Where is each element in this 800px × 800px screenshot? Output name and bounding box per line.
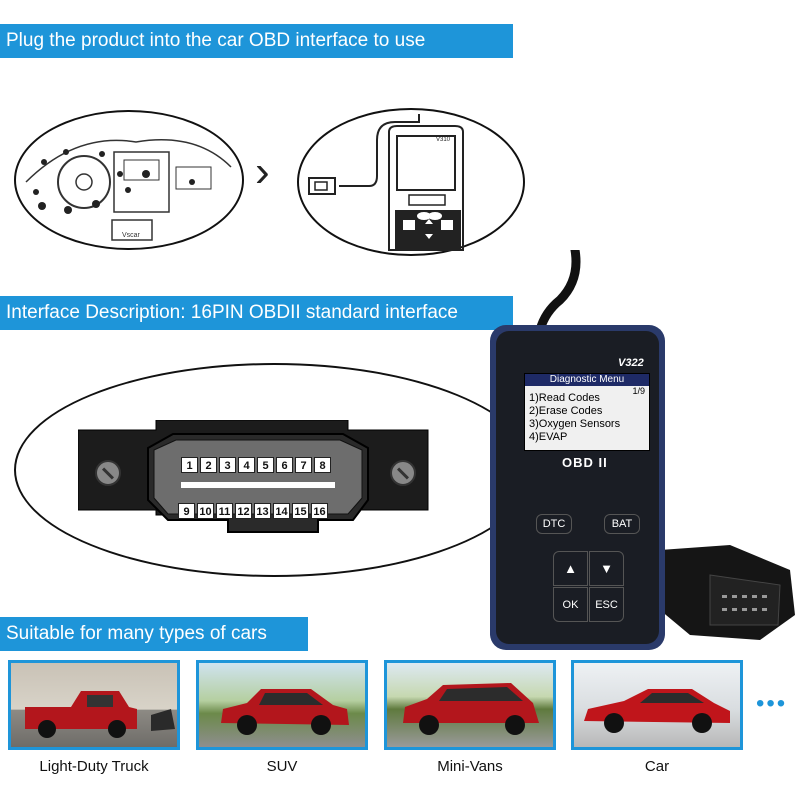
device-brand: OBD II xyxy=(562,455,608,470)
suv-image xyxy=(221,689,349,735)
up-button[interactable]: ▲ xyxy=(553,551,588,586)
pin-11: 11 xyxy=(216,503,233,519)
menu-item-erase-codes[interactable]: 2)Erase Codes xyxy=(529,405,603,417)
pin-6: 6 xyxy=(276,457,293,473)
plug-banner: Plug the product into the car OBD interf… xyxy=(0,24,513,58)
pin-2: 2 xyxy=(200,457,217,473)
ok-button[interactable]: OK xyxy=(553,587,588,622)
down-button[interactable]: ▼ xyxy=(589,551,624,586)
plugin-drawing xyxy=(308,114,464,251)
pin-12: 12 xyxy=(235,503,252,519)
truck-image xyxy=(25,691,175,738)
pin-3: 3 xyxy=(219,457,236,473)
menu-item-evap[interactable]: 4)EVAP xyxy=(529,431,568,443)
left-screw-icon xyxy=(95,460,121,486)
pin-15: 15 xyxy=(292,503,309,519)
bat-button[interactable]: BAT xyxy=(604,514,640,534)
device-cable xyxy=(535,250,581,330)
device-screen: Diagnostic Menu 1/9 1)Read Codes 2)Erase… xyxy=(524,373,650,451)
dashboard-label: Vscar xyxy=(122,232,140,239)
pin-7: 7 xyxy=(295,457,312,473)
esc-button[interactable]: ESC xyxy=(589,587,624,622)
dtc-button[interactable]: DTC xyxy=(536,514,572,534)
pin-10: 10 xyxy=(197,503,214,519)
car-label-truck: Light-Duty Truck xyxy=(39,758,149,775)
interface-banner: Interface Description: 16PIN OBDII stand… xyxy=(0,296,513,330)
screen-page: 1/9 xyxy=(632,386,645,396)
screen-menu-title: Diagnostic Menu xyxy=(549,374,625,385)
dashboard-drawing xyxy=(25,139,232,241)
minivan-image xyxy=(403,683,539,735)
pin-13: 13 xyxy=(254,503,271,519)
screen-title-bar: Diagnostic Menu xyxy=(525,374,649,386)
pin-8: 8 xyxy=(314,457,331,473)
pin-1: 1 xyxy=(181,457,198,473)
car-label-suv: SUV xyxy=(266,758,298,775)
menu-item-oxygen-sensors[interactable]: 3)Oxygen Sensors xyxy=(529,418,621,430)
car-label-sedan: Car xyxy=(644,758,670,775)
car-tile-minivan xyxy=(384,660,556,750)
suitable-banner: Suitable for many types of cars xyxy=(0,617,308,651)
right-screw-icon xyxy=(390,460,416,486)
sedan-image xyxy=(584,689,730,733)
obd-plug xyxy=(660,545,795,640)
small-device-model: V310 xyxy=(436,137,451,143)
device-model: V322 xyxy=(618,357,644,369)
step-arrow: › xyxy=(255,147,270,196)
pin-9: 9 xyxy=(178,503,195,519)
car-tile-suv xyxy=(196,660,368,750)
pin-14: 14 xyxy=(273,503,290,519)
car-tile-sedan xyxy=(571,660,743,750)
more-dots: ••• xyxy=(756,690,788,717)
dashboard-illustration: Vscar xyxy=(14,110,244,250)
pin-4: 4 xyxy=(238,457,255,473)
pin-5: 5 xyxy=(257,457,274,473)
menu-item-read-codes[interactable]: 1)Read Codes xyxy=(529,392,600,404)
car-label-minivan: Mini-Vans xyxy=(437,758,503,775)
plugin-illustration: V310 xyxy=(297,108,525,256)
car-tile-truck xyxy=(8,660,180,750)
pin-16: 16 xyxy=(311,503,328,519)
obd-connector xyxy=(78,420,429,533)
